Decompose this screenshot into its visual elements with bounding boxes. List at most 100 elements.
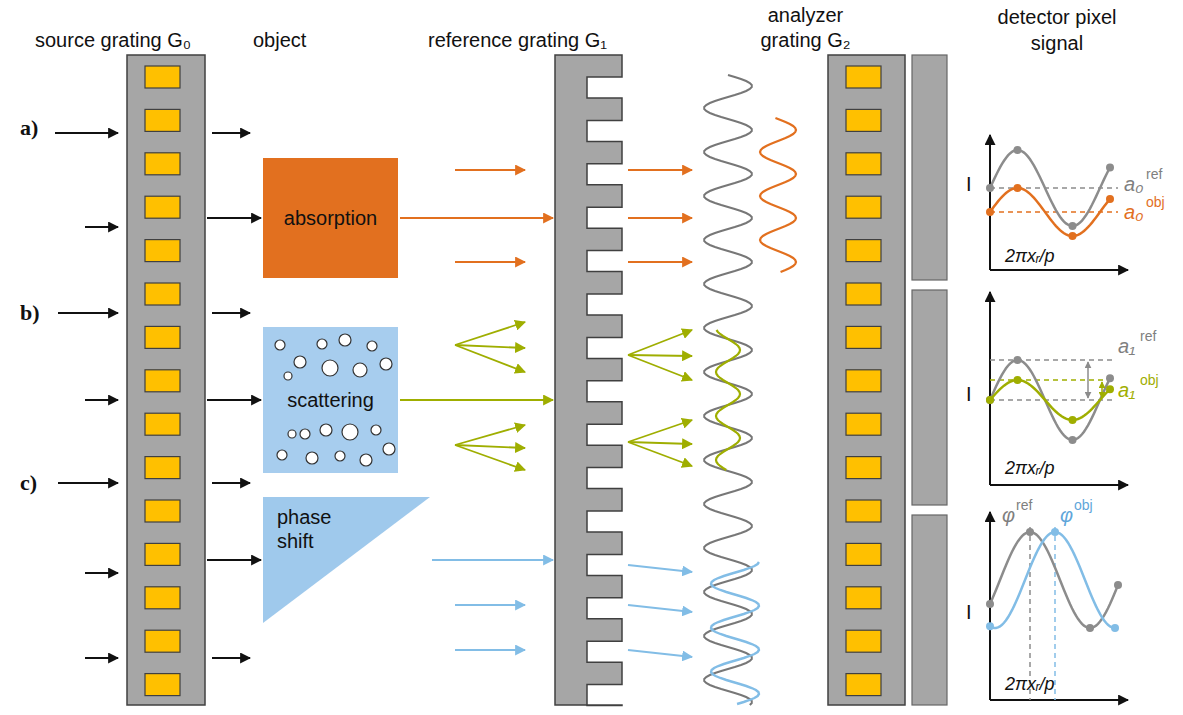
detector-pixel <box>912 55 947 280</box>
beam-arrow <box>85 572 118 574</box>
grating-slat <box>846 630 881 652</box>
grating-slat <box>846 674 881 696</box>
amplitude-symbol: a₀ <box>1124 200 1144 224</box>
grating-slat <box>145 240 180 262</box>
grating-slat <box>846 240 881 262</box>
sample-dot <box>1026 528 1034 536</box>
scatter-particle <box>335 451 345 461</box>
superscript: ref <box>1016 497 1032 514</box>
signal-curve <box>990 150 1110 226</box>
signal-curve <box>990 360 1110 440</box>
beam-arrow <box>628 565 692 572</box>
plot-axis <box>989 292 991 485</box>
beam-arrow <box>58 312 118 314</box>
scatter-particle <box>380 358 392 370</box>
beam-connector <box>400 217 553 219</box>
scatter-particle <box>360 454 372 466</box>
beam-arrow <box>628 420 692 442</box>
sample-dot <box>986 396 994 404</box>
intensity-pattern-absorbed <box>760 118 796 272</box>
scatter-particle <box>275 340 285 350</box>
beam-arrow <box>628 355 692 356</box>
axis-label: I <box>966 600 972 624</box>
plot-axis <box>990 484 1128 486</box>
axis-label: I <box>966 172 972 196</box>
scatter-particle <box>306 452 318 464</box>
grating-slat <box>145 153 180 175</box>
sample-dot <box>1014 184 1022 192</box>
grating-heading: source grating G₀ <box>35 28 191 52</box>
beam-arrow <box>628 355 692 380</box>
grating-heading: reference grating G₁ <box>428 28 607 52</box>
beam-arrow <box>1087 362 1089 398</box>
row-letter: a) <box>20 115 38 141</box>
scatter-particle <box>322 360 338 376</box>
grating-slat <box>145 500 180 522</box>
sample-dot <box>1014 146 1022 154</box>
reference-grating-box: reference grating G₁ <box>555 55 622 705</box>
grating-slat <box>145 326 180 348</box>
sample-dot <box>1111 624 1119 632</box>
grating-heading: analyzer grating G₂ <box>738 3 873 53</box>
sample-dot <box>986 396 994 404</box>
plot-axis <box>990 269 1128 271</box>
beam-arrow <box>212 482 250 484</box>
source-grating <box>127 55 205 705</box>
grating-slat <box>846 196 881 218</box>
beam-arrow <box>628 261 692 263</box>
scatter-particle <box>383 443 395 455</box>
beam-arrow <box>85 657 118 659</box>
scatter-particle <box>367 341 377 351</box>
phase-symbol: φ <box>1060 503 1073 527</box>
beam-arrow <box>58 482 118 484</box>
beam-arrow <box>212 657 250 659</box>
beam-arrow <box>455 445 525 470</box>
beam-arrow <box>628 217 692 219</box>
scatter-particle <box>353 363 367 377</box>
grating-slat <box>145 543 180 565</box>
amplitude-symbol: a₀ <box>1124 172 1144 196</box>
signal-curve <box>990 380 1110 420</box>
scatter-particle <box>288 430 296 438</box>
sample-dot <box>1106 374 1114 382</box>
scatter-particle <box>317 339 327 349</box>
grating-slat <box>846 457 881 479</box>
beam-arrow <box>628 605 692 612</box>
plot-axis <box>989 135 991 270</box>
grating-slat <box>846 587 881 609</box>
grating-slat <box>145 66 180 88</box>
absorption-box: absorption <box>263 158 398 278</box>
beam-arrow <box>628 650 692 657</box>
grating-slat <box>846 543 881 565</box>
beam-arrow <box>628 169 692 171</box>
grating-slat <box>846 153 881 175</box>
reference-grating <box>555 55 622 706</box>
beam-arrow <box>628 442 692 466</box>
scatter-particle <box>371 425 381 435</box>
column-heading: object <box>253 28 306 52</box>
signal-curve <box>990 188 1110 236</box>
guide-line <box>990 399 1112 401</box>
sample-dot <box>1069 232 1077 240</box>
scatter-particle <box>300 429 310 439</box>
beam-arrow <box>455 604 525 606</box>
sample-dot <box>1069 436 1077 444</box>
phase-shift-wedge: phase shift <box>263 497 430 623</box>
row-letter: b) <box>20 300 40 326</box>
scatter-particle <box>342 424 358 440</box>
signal-curve <box>990 532 1118 628</box>
row-letter: c) <box>20 470 37 496</box>
grating-slat <box>846 413 881 435</box>
beam-arrow <box>55 132 118 134</box>
scatter-particle <box>284 372 292 380</box>
beam-arrow <box>455 445 525 448</box>
sample-dot <box>1069 222 1077 230</box>
plot-axis <box>990 699 1128 701</box>
grating-slat <box>846 500 881 522</box>
signal-curve <box>990 532 1118 628</box>
beam-connector <box>400 399 553 401</box>
grating-slat <box>846 326 881 348</box>
grating-slat <box>846 370 881 392</box>
grating-slat <box>145 674 180 696</box>
